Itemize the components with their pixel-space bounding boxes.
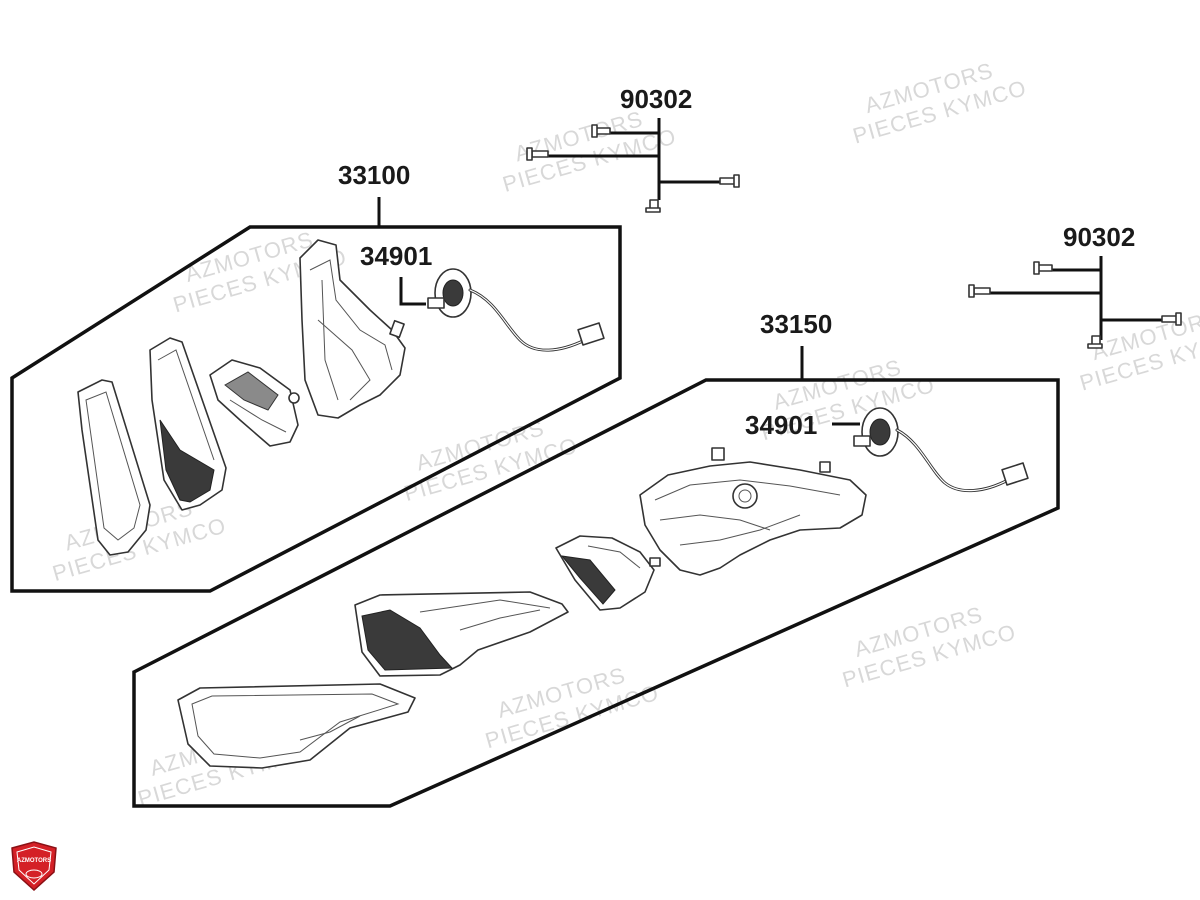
top-screws-leader: [548, 118, 720, 200]
right-lens-part: [354, 591, 569, 677]
left-bulb-reflector-part: [209, 359, 300, 447]
right-housing-part: [639, 447, 867, 576]
right-bezel-part: [177, 683, 416, 769]
left-assembly-frame: [10, 225, 622, 593]
left-socket-part: [427, 268, 605, 352]
top-screw: [526, 147, 549, 161]
watermark: AZMOTORS PIECES KYMCO: [850, 58, 1029, 149]
top-screws-label: 90302: [620, 84, 692, 114]
right-screw: [968, 284, 991, 298]
right-screws-label: 90302: [1063, 222, 1135, 252]
right-assembly-label: 33150: [760, 309, 832, 339]
watermark: AZMOTORS PIECES KYMCO: [482, 662, 661, 753]
svg-text:AZMOTORS: AZMOTORS: [17, 858, 51, 864]
right-socket-part: [853, 407, 1029, 493]
right-socket-label: 34901: [745, 410, 817, 440]
left-lens-part: [77, 379, 151, 556]
right-assembly-frame: [132, 378, 1060, 808]
right-screw: [1033, 261, 1053, 275]
right-screws-leader: [990, 256, 1162, 340]
azmotors-logo: AZMOTORS: [11, 841, 57, 892]
left-housing-part: [299, 239, 406, 419]
top-screw: [645, 199, 661, 213]
right-bulb-reflector-part: [555, 535, 661, 611]
left-assembly-label: 33100: [338, 160, 410, 190]
watermark: AZMOTORS PIECES KYMCO: [839, 601, 1018, 692]
left-socket-leader: [399, 277, 426, 306]
left-reflector-part: [149, 337, 227, 511]
right-screw: [1161, 312, 1182, 326]
top-screw: [591, 124, 611, 138]
right-screw: [1087, 335, 1103, 349]
left-socket-label: 34901: [360, 241, 432, 271]
top-screw: [719, 174, 740, 188]
